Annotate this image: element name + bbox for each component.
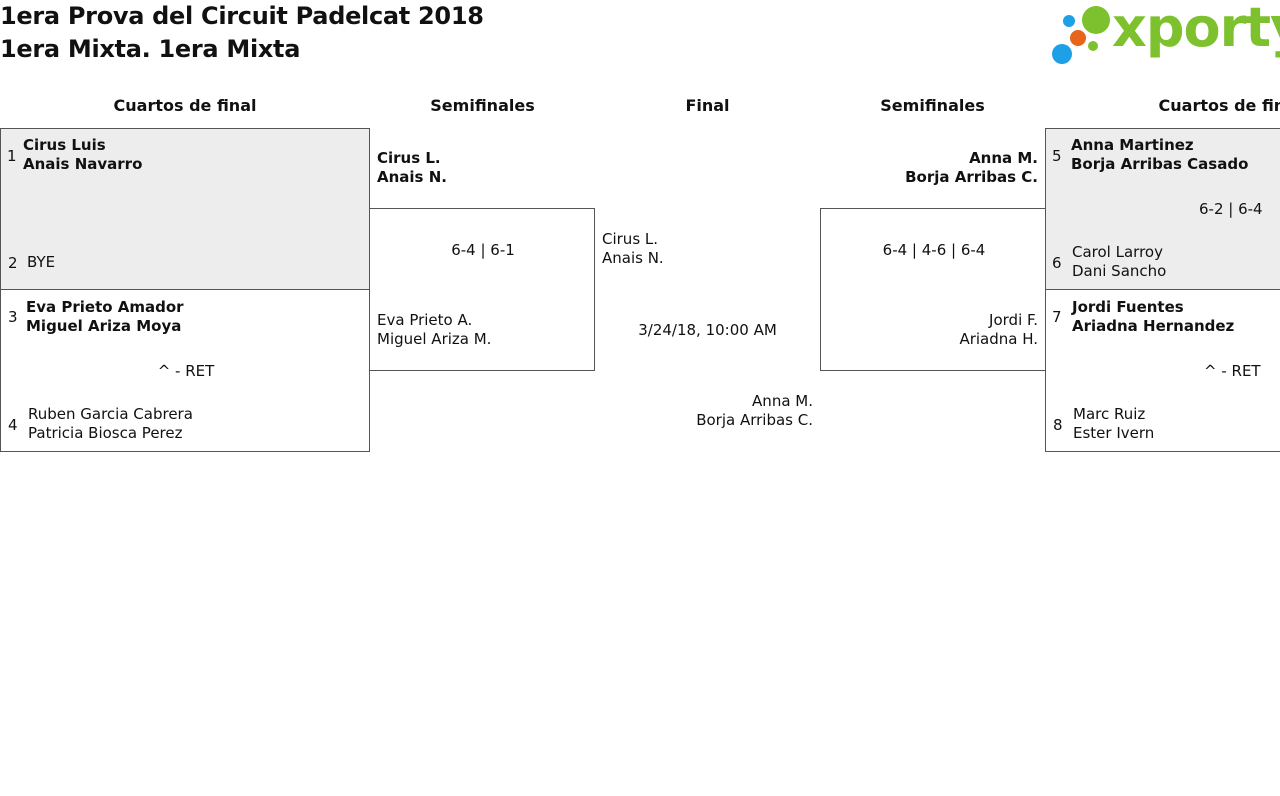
- team-a: Eva Prieto Amador Miguel Ariza Moya: [26, 298, 184, 336]
- match-box-right-qf-2[interactable]: 7 Jordi Fuentes Ariadna Hernandez ^ - RE…: [1045, 289, 1280, 452]
- match-score: 6-2 | 6-4: [1199, 200, 1263, 218]
- match-box-left-qf-2[interactable]: 3 Eva Prieto Amador Miguel Ariza Moya ^ …: [0, 289, 370, 452]
- player-name: Borja Arribas C.: [696, 411, 813, 429]
- category-title: 1era Mixta. 1era Mixta: [0, 35, 301, 63]
- seed-number: 4: [8, 416, 18, 434]
- player-name: Cirus L.: [602, 230, 659, 248]
- player-name: Miguel Ariza Moya: [26, 317, 182, 335]
- final-team-a: Cirus L. Anais N.: [602, 230, 664, 268]
- player-name: Anna M.: [969, 149, 1038, 167]
- player-name: Ariadna Hernandez: [1072, 317, 1235, 335]
- player-name: Patricia Biosca Perez: [28, 424, 183, 442]
- seed-number: 6: [1052, 254, 1062, 272]
- player-name: Jordi F.: [989, 311, 1038, 329]
- team-a: Jordi Fuentes Ariadna Hernandez: [1072, 298, 1234, 336]
- match-box-right-qf-1[interactable]: 5 Anna Martinez Borja Arribas Casado 6-2…: [1045, 128, 1280, 290]
- match-box-right-sf[interactable]: 6-4 | 4-6 | 6-4 Jordi F. Ariadna H.: [820, 208, 1046, 371]
- round-header-left-sf: Semifinales: [430, 96, 535, 115]
- team-b: BYE: [27, 253, 55, 272]
- seed-number: 3: [8, 308, 18, 326]
- left-sf-team-a: Cirus L. Anais N.: [377, 149, 447, 187]
- player-name: Ariadna H.: [959, 330, 1038, 348]
- player-name: Ester Ivern: [1073, 424, 1155, 442]
- final-team-b: Anna M. Borja Arribas C.: [595, 392, 813, 430]
- seed-number: 2: [8, 254, 18, 272]
- player-name: Cirus Luis: [23, 136, 106, 154]
- seed-number: 7: [1052, 308, 1062, 326]
- player-name: Eva Prieto A.: [377, 311, 473, 329]
- seed-number: 5: [1052, 147, 1062, 165]
- player-name: Anais N.: [377, 168, 447, 186]
- tournament-title: 1era Prova del Circuit Padelcat 2018: [0, 2, 484, 30]
- player-name: Jordi Fuentes: [1072, 298, 1184, 316]
- team-b: Eva Prieto A. Miguel Ariza M.: [377, 311, 491, 349]
- match-score: ^ - RET: [157, 362, 215, 380]
- round-header-final: Final: [685, 96, 730, 115]
- player-name: Anais N.: [602, 249, 664, 267]
- logo-dot-orange: [1070, 30, 1086, 46]
- team-b: Jordi F. Ariadna H.: [821, 311, 1038, 349]
- match-box-left-qf-1[interactable]: 1 Cirus Luis Anais Navarro 2 BYE: [0, 128, 370, 290]
- player-name: Cirus L.: [377, 149, 441, 167]
- logo-dot-green-small: [1088, 41, 1098, 51]
- team-a: Anna Martinez Borja Arribas Casado: [1071, 136, 1248, 174]
- round-header-right-sf: Semifinales: [880, 96, 985, 115]
- logo-dot-blue: [1052, 44, 1072, 64]
- team-b: Marc Ruiz Ester Ivern: [1073, 405, 1154, 443]
- logo-dot-blue-small: [1063, 15, 1075, 27]
- player-name: Anna M.: [752, 392, 813, 410]
- player-name: Borja Arribas Casado: [1071, 155, 1249, 173]
- player-name: Anais Navarro: [23, 155, 143, 173]
- match-score: 6-4 | 4-6 | 6-4: [882, 241, 986, 259]
- round-header-left-qf: Cuartos de final: [113, 96, 257, 115]
- player-name: Marc Ruiz: [1073, 405, 1146, 423]
- player-name: Ruben Garcia Cabrera: [28, 405, 193, 423]
- match-box-left-sf[interactable]: 6-4 | 6-1 Eva Prieto A. Miguel Ariza M.: [369, 208, 595, 371]
- team-a: Cirus Luis Anais Navarro: [23, 136, 142, 174]
- seed-number: 1: [7, 147, 17, 165]
- seed-number: 8: [1053, 416, 1063, 434]
- player-name: Miguel Ariza M.: [377, 330, 492, 348]
- player-name: BYE: [27, 253, 56, 271]
- player-name: Eva Prieto Amador: [26, 298, 184, 316]
- team-b: Ruben Garcia Cabrera Patricia Biosca Per…: [28, 405, 193, 443]
- round-header-right-qf: Cuartos de final: [1158, 96, 1280, 115]
- player-name: Anna Martinez: [1071, 136, 1194, 154]
- team-b: Carol Larroy Dani Sancho: [1072, 243, 1166, 281]
- match-score: 6-4 | 6-1: [451, 241, 515, 259]
- final-datetime: 3/24/18, 10:00 AM: [638, 321, 777, 339]
- player-name: Borja Arribas C.: [905, 168, 1038, 186]
- xporty-logo[interactable]: xporty: [1050, 0, 1280, 68]
- logo-wordmark: xporty: [1112, 0, 1280, 59]
- match-score: ^ - RET: [1204, 362, 1261, 380]
- logo-dot-green: [1082, 6, 1110, 34]
- player-name: Dani Sancho: [1072, 262, 1167, 280]
- right-sf-team-a: Anna M. Borja Arribas C.: [820, 149, 1038, 187]
- player-name: Carol Larroy: [1072, 243, 1163, 261]
